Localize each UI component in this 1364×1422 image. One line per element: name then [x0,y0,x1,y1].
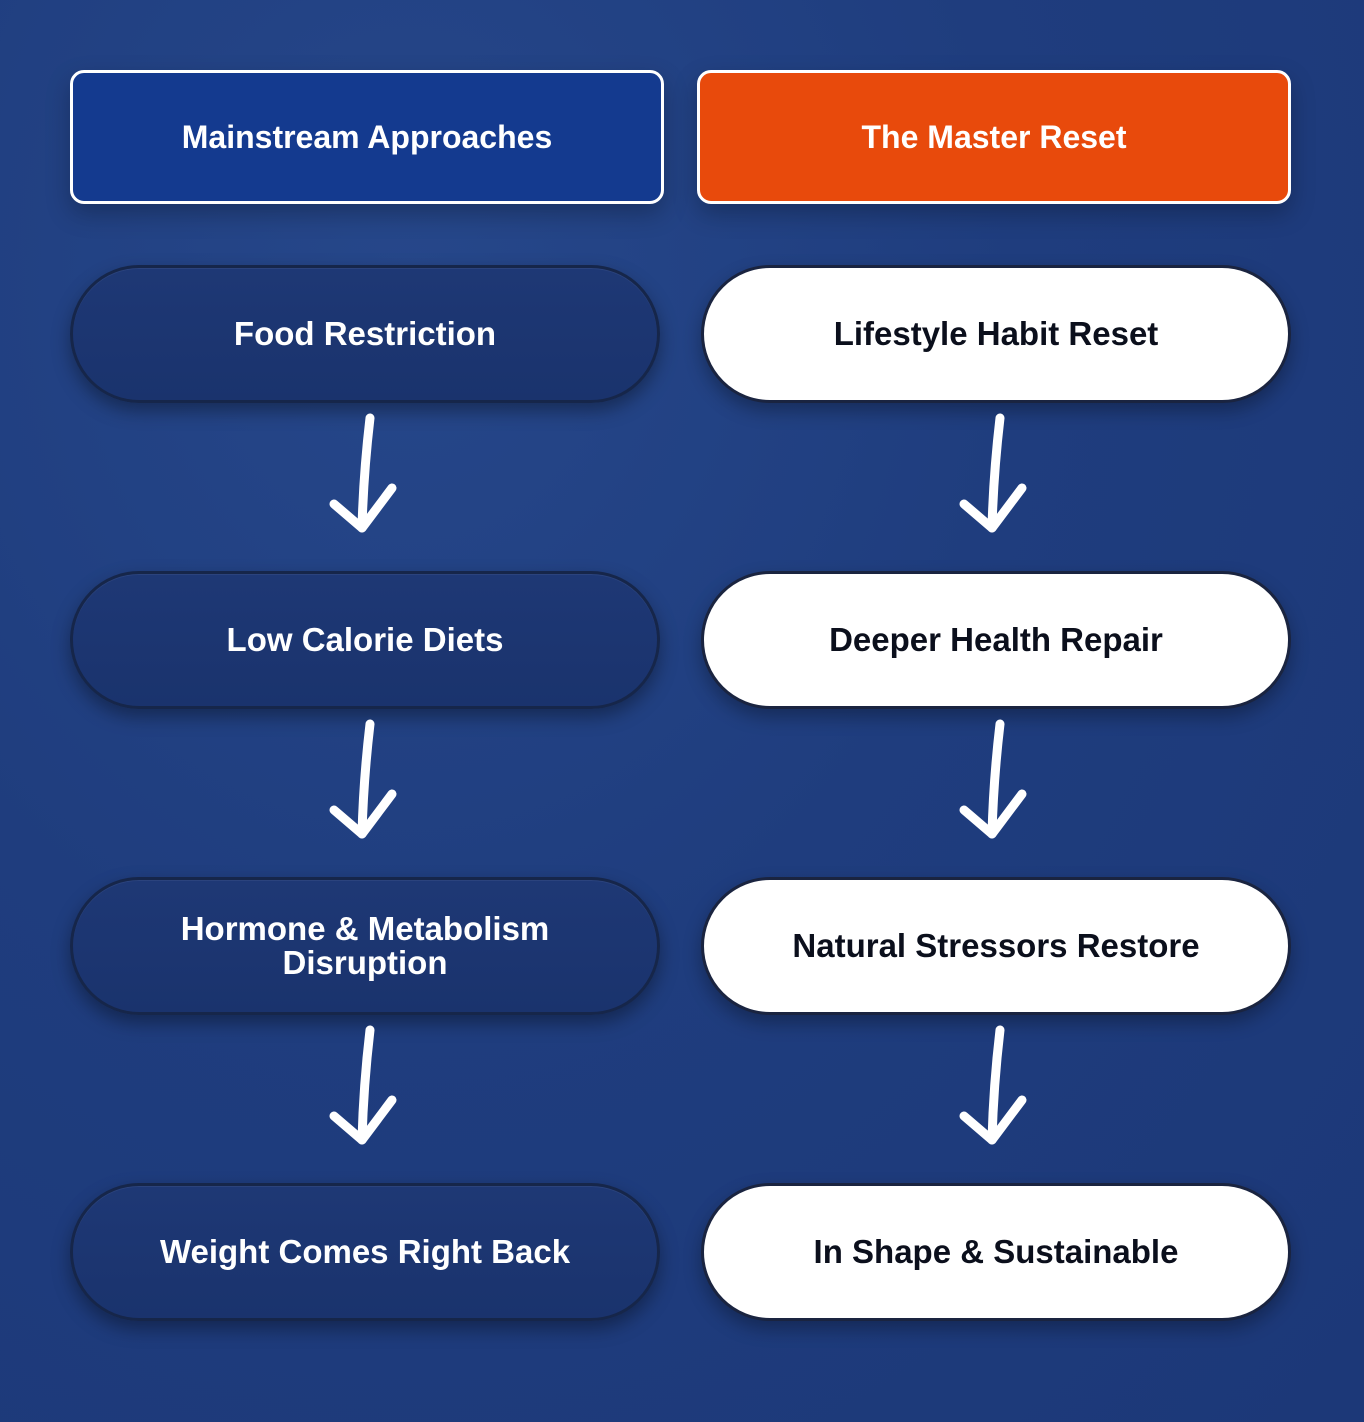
down-arrow-icon [959,413,1027,533]
master-reset-column: The Master Reset Lifestyle Habit Reset D… [697,0,1291,1422]
left-step-weight-comes-right-back: Weight Comes Right Back [70,1183,660,1321]
left-step-hormone-metabolism-disruption: Hormone & Metabolism Disruption [70,877,660,1015]
mainstream-approaches-column: Mainstream Approaches Food Restriction L… [70,0,664,1422]
down-arrow-icon [329,1025,397,1145]
down-arrow-icon [959,719,1027,839]
down-arrow-icon [329,413,397,533]
right-step-lifestyle-habit-reset: Lifestyle Habit Reset [701,265,1291,403]
right-step-in-shape-sustainable: In Shape & Sustainable [701,1183,1291,1321]
left-step-food-restriction: Food Restriction [70,265,660,403]
master-reset-header: The Master Reset [697,70,1291,204]
right-step-deeper-health-repair: Deeper Health Repair [701,571,1291,709]
right-step-natural-stressors-restore: Natural Stressors Restore [701,877,1291,1015]
down-arrow-icon [959,1025,1027,1145]
mainstream-approaches-header: Mainstream Approaches [70,70,664,204]
left-step-low-calorie-diets: Low Calorie Diets [70,571,660,709]
down-arrow-icon [329,719,397,839]
